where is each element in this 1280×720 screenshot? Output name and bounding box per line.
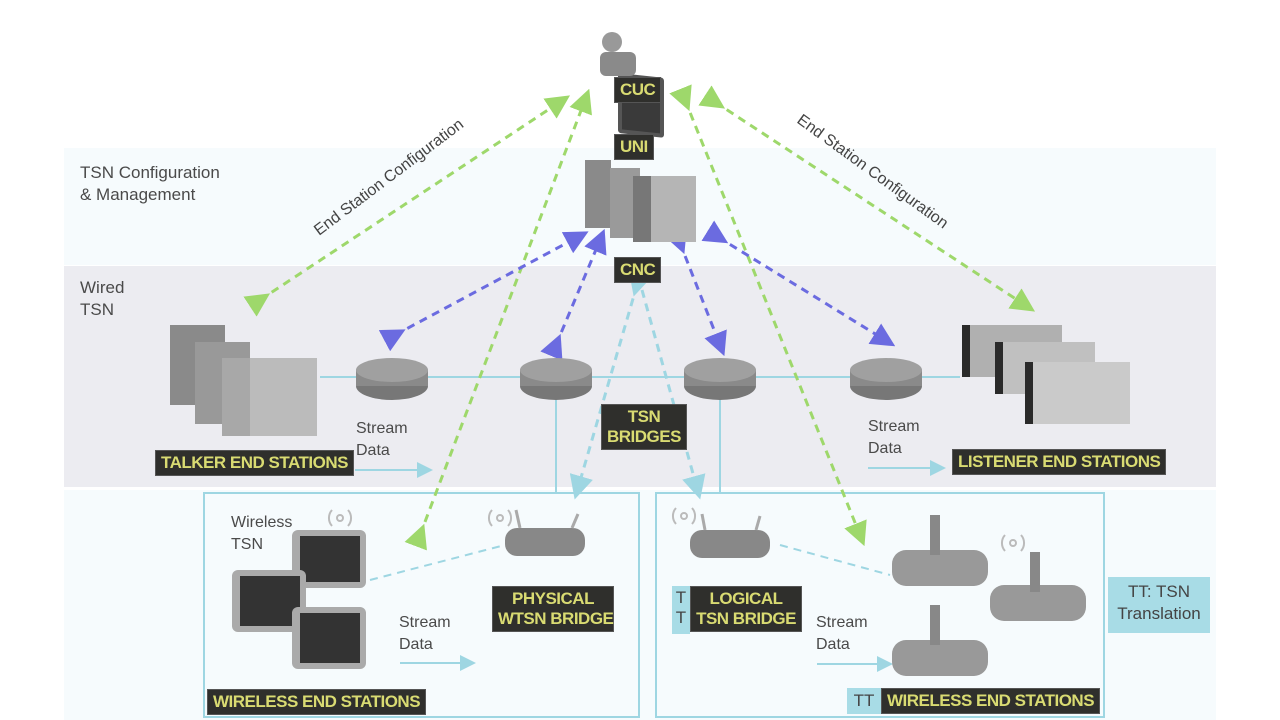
stream-data-label-talker: Stream Data [356, 420, 408, 459]
config-arrow-talker [243, 95, 571, 317]
uni-label: UNI [614, 134, 654, 160]
robots-icon [892, 515, 1086, 676]
physical-bridge-icon [505, 509, 585, 556]
wireless-end-stations-right-label: WIRELESS END STATIONS [881, 688, 1101, 714]
listener-racks-icon [962, 325, 1130, 424]
wireless-right-box [655, 492, 1105, 718]
logical-bridge-icon [690, 513, 770, 558]
logical-tsn-bridge-label: LOGICAL TSN BRIDGE [690, 586, 802, 632]
cnc-arrow-3 [664, 227, 727, 357]
stream-data-label-listener: Stream Data [868, 418, 920, 457]
router-icon-3 [684, 358, 756, 400]
router-icon-1 [356, 358, 428, 400]
cnc-arrow-1 [378, 231, 589, 352]
wireless-link-left [369, 544, 506, 581]
stream-data-label-wireless-right: Stream Data [816, 614, 868, 653]
cuc-label: CUC [614, 77, 662, 103]
tt-legend: TT: TSN Translation [1108, 577, 1210, 633]
listener-end-stations-label: LISTENER END STATIONS [952, 449, 1167, 475]
cnc-label: CNC [614, 257, 662, 283]
cnc-arrow-4 [701, 220, 896, 347]
config-arrow-wireless-right [669, 84, 867, 547]
router-icon-4 [850, 358, 922, 400]
tablets-icon [232, 530, 366, 669]
config-band-label: TSN Configuration & Management [80, 163, 220, 204]
wireless-end-tt-prefix: TT [847, 688, 881, 714]
cnc-arrow-physical-bridge [569, 270, 652, 500]
cnc-arrow-logical-bridge [640, 289, 706, 500]
router-icon-2 [520, 358, 592, 400]
talker-end-stations-label: TALKER END STATIONS [155, 450, 354, 476]
physical-wtsn-bridge-label: PHYSICAL WTSN BRIDGE [492, 586, 614, 632]
cnc-arrow-2 [540, 228, 607, 361]
wireless-link-right [779, 544, 891, 576]
config-arrow-listener [698, 85, 1036, 312]
config-arrow-wireless-left [404, 88, 592, 551]
logical-bridge-tt-prefix: T T [672, 586, 690, 634]
wifi-icons [328, 507, 1025, 552]
stream-data-label-wireless-left: Stream Data [399, 614, 451, 653]
wireless-band-label: Wireless TSN [231, 514, 293, 553]
cnc-server-icon [585, 160, 696, 242]
wireless-end-stations-left-label: WIRELESS END STATIONS [207, 689, 427, 715]
talker-servers-icon [170, 325, 317, 436]
wired-band-label: Wired TSN [80, 278, 125, 319]
tsn-bridges-label: TSN BRIDGES [601, 404, 687, 450]
